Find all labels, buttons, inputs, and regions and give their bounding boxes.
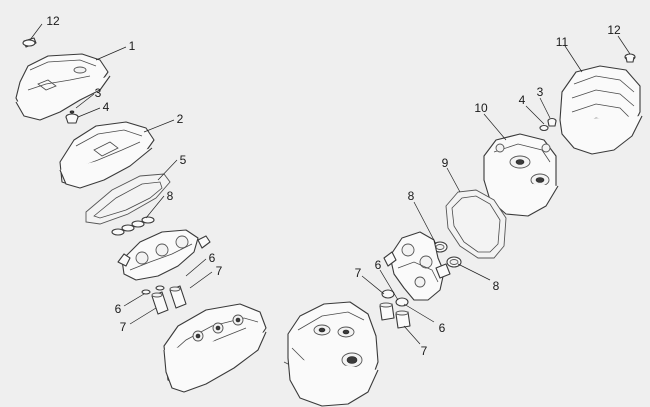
part-5-gasket-left [85, 173, 171, 225]
callout-1: 1 [129, 39, 136, 53]
part-6-7-tappets-right [379, 289, 411, 329]
part-12-screw-right [624, 53, 636, 63]
callout-7-right-bottom: 7 [421, 344, 428, 358]
callout-7-left-top: 7 [216, 264, 223, 278]
callout-3-right: 3 [537, 85, 544, 99]
rocker-assembly-left [117, 229, 211, 281]
part-8-o-rings-left [111, 216, 155, 236]
callout-6-left-top: 6 [209, 251, 216, 265]
callout-5: 5 [180, 153, 187, 167]
cylinder-head-right [283, 301, 379, 407]
callout-7-left-bottom: 7 [120, 320, 127, 334]
callout-3-left: 3 [95, 86, 102, 100]
rocker-assembly-right [383, 231, 451, 301]
callout-9: 9 [442, 156, 449, 170]
callout-2: 2 [177, 112, 184, 126]
callout-12-left: 12 [46, 14, 60, 28]
part-12-screw-left [22, 37, 37, 48]
callout-4-right: 4 [519, 93, 526, 107]
part-3-4-washer-screw-left [65, 110, 79, 124]
part-3-4-washer-screw-right [539, 117, 557, 132]
callouts: 12 1 3 4 2 5 8 6 7 6 7 12 11 4 3 10 9 8 … [46, 14, 621, 358]
callout-8-left: 8 [167, 189, 174, 203]
part-10-cover-right [483, 133, 559, 217]
callout-10: 10 [474, 101, 488, 115]
part-9-gasket-right [445, 189, 507, 259]
callout-6-left-bottom: 6 [115, 302, 122, 316]
callout-6-right-bottom: 6 [439, 321, 446, 335]
callout-7-right-top: 7 [355, 266, 362, 280]
cylinder-head-left [163, 303, 267, 393]
part-11-valve-cover-right [559, 65, 643, 155]
part-6-7-tappets-left [141, 285, 187, 315]
part-2-cover-plate-left [59, 121, 155, 189]
callout-12-right: 12 [607, 23, 621, 37]
part-1-valve-cover-left [15, 53, 111, 121]
callout-4-left: 4 [103, 100, 110, 114]
callout-6-right-top: 6 [375, 258, 382, 272]
callout-8-right-top: 8 [408, 189, 415, 203]
callout-11: 11 [556, 35, 569, 49]
leader-lines [29, 23, 631, 345]
callout-8-right-bottom: 8 [493, 279, 500, 293]
